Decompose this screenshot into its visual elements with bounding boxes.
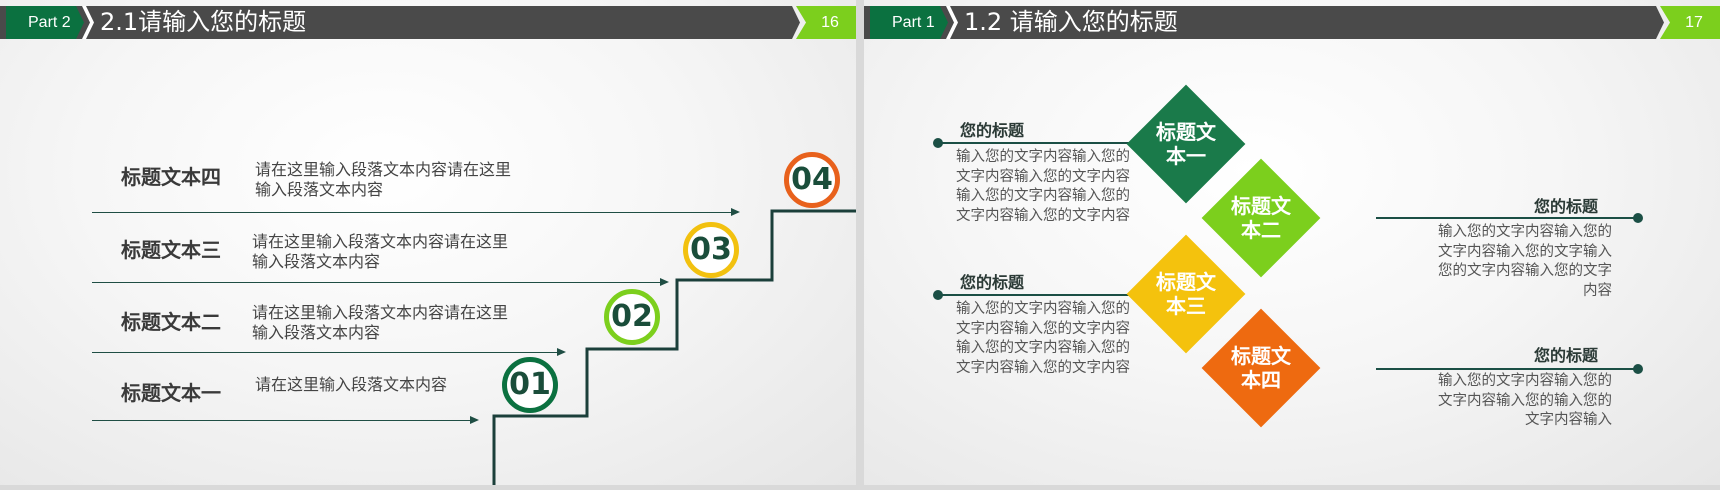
slide-17: Part 1 1.2 请输入您的标题 17 标题文本一 标题文本二 标题文本三 … <box>864 0 1720 485</box>
connector-line <box>1376 217 1638 219</box>
connector-dot <box>1633 213 1643 223</box>
block-title: 您的标题 <box>1534 197 1599 216</box>
page-number: 16 <box>796 6 856 39</box>
block-text: 输入您的文字内容输入您的文字内容输入您的文字输入您的文字内容输入您的文字内容 <box>1438 224 1612 299</box>
connector-line <box>938 142 1168 144</box>
block-text: 输入您的文字内容输入您的文字内容输入您的输入您的文字内容输入 <box>1438 373 1612 428</box>
staircase-line <box>492 209 856 485</box>
diamond-label: 标题文本二 <box>1201 158 1321 278</box>
slide-header: Part 1 1.2 请输入您的标题 17 <box>864 6 1720 39</box>
row-desc: 请在这里输入段落文本内容请在这里输入段落文本内容 <box>252 303 509 342</box>
step-circle-03: 03 <box>683 222 739 278</box>
diamond-2: 标题文本二 <box>1201 158 1321 278</box>
block-title: 您的标题 <box>960 273 1025 292</box>
step-circle-01: 01 <box>502 357 558 413</box>
row-desc: 请在这里输入段落文本内容 <box>255 375 448 394</box>
row-title: 标题文本四 <box>121 165 221 189</box>
diamond-1: 标题文本一 <box>1126 84 1246 204</box>
slide-header: Part 2 2.1请输入您的标题 16 <box>0 6 856 39</box>
block-title: 您的标题 <box>1534 346 1599 365</box>
part-tag <box>6 6 84 39</box>
block-text: 输入您的文字内容输入您的文字内容输入您的文字内容输入您的文字内容输入您的文字内容… <box>956 301 1130 376</box>
page-number: 17 <box>1660 6 1720 39</box>
step-circle-04: 04 <box>784 152 840 208</box>
diamond-3: 标题文本三 <box>1126 234 1246 354</box>
slide-title: 2.1请输入您的标题 <box>100 8 307 36</box>
header-bar <box>0 6 800 39</box>
diamond-text: 标题文本四 <box>1231 344 1291 392</box>
diamond-label: 标题文本三 <box>1126 234 1246 354</box>
part-label: Part 1 <box>892 14 935 31</box>
block-title: 您的标题 <box>960 121 1025 140</box>
diamond-text: 标题文本二 <box>1231 194 1291 242</box>
diamond-text: 标题文本三 <box>1156 270 1216 318</box>
row-title: 标题文本三 <box>121 238 221 262</box>
arrow-line <box>92 278 669 286</box>
arrow-line <box>92 416 479 424</box>
slide-16: Part 2 2.1请输入您的标题 16 标题文本四 请在这里输入段落文本内容请… <box>0 0 856 485</box>
connector-dot <box>1633 364 1643 374</box>
diamond-label: 标题文本四 <box>1201 308 1321 428</box>
part-tag <box>870 6 948 39</box>
diamond-text: 标题文本一 <box>1156 120 1216 168</box>
diamond-4: 标题文本四 <box>1201 308 1321 428</box>
arrow-line <box>92 208 740 216</box>
connector-line <box>938 294 1168 296</box>
block-text: 输入您的文字内容输入您的文字内容输入您的文字内容输入您的文字内容输入您的文字内容… <box>956 149 1130 224</box>
row-desc: 请在这里输入段落文本内容请在这里输入段落文本内容 <box>255 160 512 199</box>
step-circle-02: 02 <box>604 289 660 345</box>
diamond-label: 标题文本一 <box>1126 84 1246 204</box>
row-title: 标题文本二 <box>121 310 221 334</box>
row-title: 标题文本一 <box>121 381 221 405</box>
header-bar <box>864 6 1664 39</box>
part-label: Part 2 <box>28 14 71 31</box>
row-desc: 请在这里输入段落文本内容请在这里输入段落文本内容 <box>252 232 509 271</box>
arrow-line <box>92 348 566 356</box>
slide-title: 1.2 请输入您的标题 <box>964 8 1178 36</box>
connector-line <box>1376 368 1638 370</box>
